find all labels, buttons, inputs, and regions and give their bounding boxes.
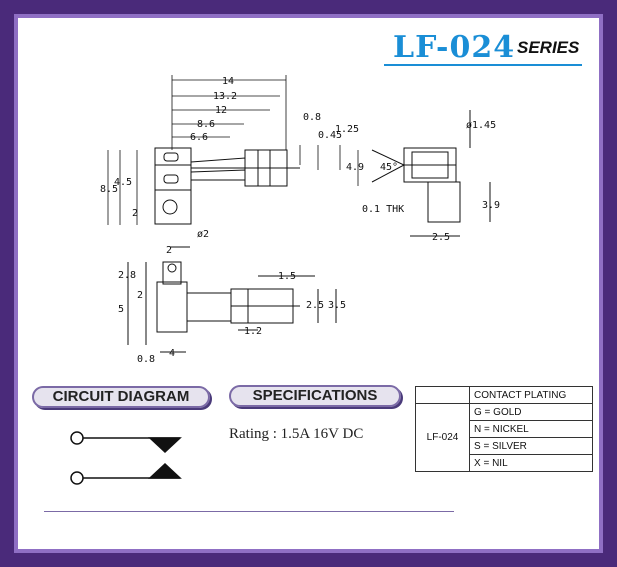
dim-0-8: 0.8 bbox=[303, 112, 321, 123]
dim-1-5: 1.5 bbox=[278, 271, 296, 282]
footer-rule bbox=[44, 511, 454, 512]
dim-3-5: 3.5 bbox=[328, 300, 346, 311]
dim-2-5-bottom: 2.5 bbox=[306, 300, 324, 311]
dim-4-9: 4.9 bbox=[346, 162, 364, 173]
table-row: X = NIL bbox=[416, 454, 593, 472]
circuit-diagram-label: CIRCUIT DIAGRAM bbox=[32, 386, 210, 408]
dim-6-6: 6.6 bbox=[190, 132, 208, 143]
dim-45-deg: 45° bbox=[380, 162, 398, 173]
dim-dia-2: ø2 bbox=[197, 229, 209, 240]
dim-1-25: 1.25 bbox=[335, 124, 359, 135]
series-code: LF-024 bbox=[393, 30, 516, 65]
plating-silver: S = SILVER bbox=[469, 437, 593, 455]
dim-0-45: 0.45 bbox=[318, 130, 342, 141]
dim-1-2: 1.2 bbox=[244, 326, 262, 337]
series-word: SERIES bbox=[517, 38, 580, 57]
dim-0-1-thk: 0.1 THK bbox=[362, 204, 404, 215]
series-title: LF-024 SERIES bbox=[385, 30, 585, 66]
contact-plating-table: CONTACT PLATING LF-024 G = GOLD N = NICK… bbox=[415, 386, 593, 472]
specifications-label: SPECIFICATIONS bbox=[229, 385, 401, 407]
plating-nickel: N = NICKEL bbox=[469, 420, 593, 438]
top-view-body bbox=[154, 147, 300, 225]
dim-0-8-bottom: 0.8 bbox=[137, 354, 155, 365]
rating-text: Rating : 1.5A 16V DC bbox=[229, 426, 364, 442]
mounting-hole bbox=[162, 199, 178, 215]
table-row: CONTACT PLATING bbox=[415, 386, 593, 404]
dim-13-2: 13.2 bbox=[213, 91, 237, 102]
dim-14: 14 bbox=[222, 76, 234, 87]
bottom-view-body bbox=[127, 246, 337, 353]
plating-gold: G = GOLD bbox=[469, 403, 593, 421]
dim-2-top: 2 bbox=[132, 208, 138, 219]
side-view-body bbox=[371, 110, 491, 237]
dim-2-5-side: 2.5 bbox=[432, 232, 450, 243]
dim-8-5: 8.5 bbox=[100, 184, 118, 195]
dim-2-bottom-b: 2 bbox=[137, 290, 143, 301]
dim-4: 4 bbox=[169, 348, 175, 359]
dim-4-5: 4.5 bbox=[114, 177, 132, 188]
dim-2-bottom: 2 bbox=[166, 245, 172, 256]
dim-5: 5 bbox=[118, 304, 124, 315]
title-underline bbox=[384, 64, 582, 66]
table-row: LF-024 G = GOLD bbox=[415, 403, 593, 472]
dim-8-6: 8.6 bbox=[197, 119, 215, 130]
dim-2-8: 2.8 bbox=[118, 270, 136, 281]
table-header: CONTACT PLATING bbox=[469, 386, 593, 404]
plating-nil: X = NIL bbox=[469, 454, 593, 472]
dim-12: 12 bbox=[215, 105, 227, 116]
dim-dia-1-45: ø1.45 bbox=[466, 120, 496, 131]
dim-3-9: 3.9 bbox=[482, 200, 500, 211]
model-cell: LF-024 bbox=[415, 403, 470, 472]
circuit-symbol bbox=[70, 431, 182, 485]
top-view-housing bbox=[154, 147, 192, 225]
